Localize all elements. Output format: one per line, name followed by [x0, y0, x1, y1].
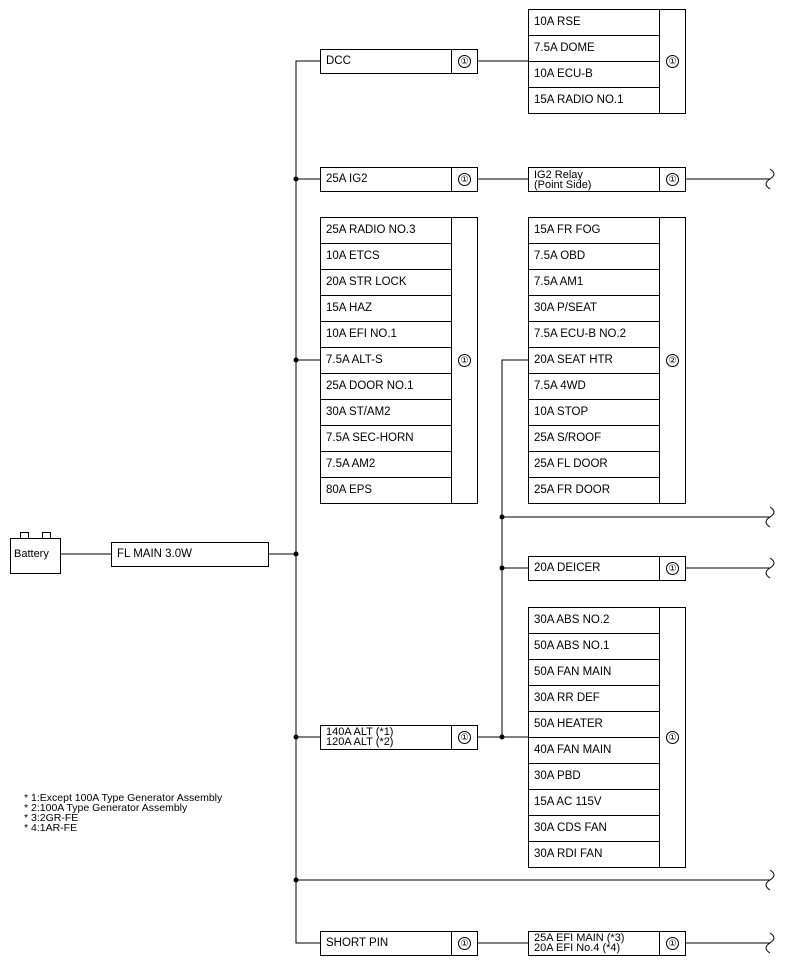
right-fuse-label: 7.5A AM1 [534, 275, 584, 288]
left-fuse-label: 25A RADIO NO.3 [326, 223, 416, 236]
alt-fuse-label: 30A RR DEF [534, 691, 600, 704]
left-fuse-row [320, 347, 452, 374]
right-fuse-row [528, 425, 660, 452]
right-fuse-label: 20A SEAT HTR [534, 353, 613, 366]
dcc-fuse-label: 7.5A DOME [534, 41, 595, 54]
right-fuse-row [528, 269, 660, 296]
right-fuse-badge: ② [666, 354, 679, 367]
left-fuse-row [320, 451, 452, 478]
alt-fuse-row [528, 737, 660, 764]
alt-fuse-label: 50A HEATER [534, 717, 603, 730]
alt-fuse-label: 40A FAN MAIN [534, 743, 612, 756]
alt-fuse-row [528, 711, 660, 738]
ig2-label: 25A IG2 [326, 173, 368, 185]
alt-fuse-label: 30A RDI FAN [534, 847, 603, 860]
left-fuse-row [320, 477, 452, 504]
left-fuse-row [320, 269, 452, 296]
left-fuse-label: 80A EPS [326, 483, 373, 496]
alt-fuse-label: 30A PBD [534, 769, 581, 782]
dcc-fuse-badge: ① [666, 55, 679, 68]
efi-label: 25A EFI MAIN (*3) 20A EFI No.4 (*4) [534, 932, 625, 954]
ig2-badge: ① [458, 173, 471, 186]
right-fuse-label: 7.5A ECU-B NO.2 [534, 327, 627, 340]
dcc-fuse-row [528, 35, 660, 62]
dcc-fuse-label: 10A RSE [534, 15, 581, 28]
alt-fuse-row [528, 841, 660, 868]
alt-fuse-row [528, 685, 660, 712]
left-fuse-label: 20A STR LOCK [326, 275, 407, 288]
left-fuse-badge: ① [458, 354, 471, 367]
footnote: * 1:Except 100A Type Generator Assembly [24, 792, 223, 804]
footnote: * 3:2GR-FE [24, 812, 79, 824]
right-fuse-row [528, 243, 660, 270]
alt-fuse-badge: ① [666, 731, 679, 744]
right-fuse-row [528, 373, 660, 400]
dcc-fuse-row [528, 61, 660, 88]
right-fuse-label: 15A FR FOG [534, 223, 601, 236]
dcc-fuse-row [528, 9, 660, 36]
left-fuse-row [320, 243, 452, 270]
left-fuse-label: 25A DOOR NO.1 [326, 379, 414, 392]
deicer-badge: ① [666, 562, 679, 575]
short-pin-badge: ① [458, 937, 471, 950]
fl-main-fuse [111, 542, 269, 567]
ig2-relay-label: IG2 Relay (Point Side) [534, 169, 592, 191]
footnotes: * 1:Except 100A Type Generator Assembly … [24, 792, 223, 834]
alt-fuse-label: 50A FAN MAIN [534, 665, 612, 678]
alt-fuse-row [528, 633, 660, 660]
right-fuse-label: 10A STOP [534, 405, 589, 418]
alt-fuse-row [528, 815, 660, 842]
left-fuse-label: 15A HAZ [326, 301, 373, 314]
alt-fuse-label: 30A CDS FAN [534, 821, 607, 834]
right-fuse-label: 25A FR DOOR [534, 483, 611, 496]
right-fuse-label: 7.5A 4WD [534, 379, 586, 392]
left-fuse-row [320, 425, 452, 452]
left-fuse-label: 7.5A SEC-HORN [326, 431, 414, 444]
left-fuse-label: 10A EFI NO.1 [326, 327, 397, 340]
dcc-fuse-label: 10A ECU-B [534, 67, 593, 80]
deicer-label: 20A DEICER [534, 562, 601, 574]
left-fuse-label: 30A ST/AM2 [326, 405, 391, 418]
efi-badge: ① [666, 937, 679, 950]
left-fuse-row [320, 321, 452, 348]
fl-main-label: FL MAIN 3.0W [117, 548, 192, 560]
ig2-relay-badge: ① [666, 173, 679, 186]
alt-fuse-label: 30A ABS NO.2 [534, 613, 610, 626]
dcc-badge: ① [458, 55, 471, 68]
left-fuse-label: 10A ETCS [326, 249, 380, 262]
footnote: * 2:100A Type Generator Assembly [24, 802, 188, 814]
right-fuse-label: 30A P/SEAT [534, 301, 598, 314]
alt-label: 140A ALT (*1) 120A ALT (*2) [326, 726, 394, 748]
short-pin-label: SHORT PIN [326, 937, 389, 949]
alt-fuse-row [528, 789, 660, 816]
dcc-fuse-row [528, 87, 660, 114]
alt-badge: ① [458, 731, 471, 744]
right-fuse-row [528, 295, 660, 322]
footnote: * 4:1AR-FE [24, 822, 78, 834]
alt-fuse-label: 50A ABS NO.1 [534, 639, 610, 652]
battery-label: Battery [14, 548, 49, 560]
right-fuse-label: 25A S/ROOF [534, 431, 602, 444]
right-fuse-label: 7.5A OBD [534, 249, 586, 262]
alt-fuse-label: 15A AC 115V [534, 795, 602, 808]
dcc-fuse-label: 15A RADIO NO.1 [534, 93, 624, 106]
left-fuse-label: 7.5A ALT-S [326, 353, 383, 366]
right-fuse-row [528, 217, 660, 244]
dcc-label: DCC [326, 55, 351, 67]
right-fuse-row [528, 477, 660, 504]
left-fuse-row [320, 217, 452, 244]
left-fuse-label: 7.5A AM2 [326, 457, 376, 470]
right-fuse-label: 25A FL DOOR [534, 457, 608, 470]
